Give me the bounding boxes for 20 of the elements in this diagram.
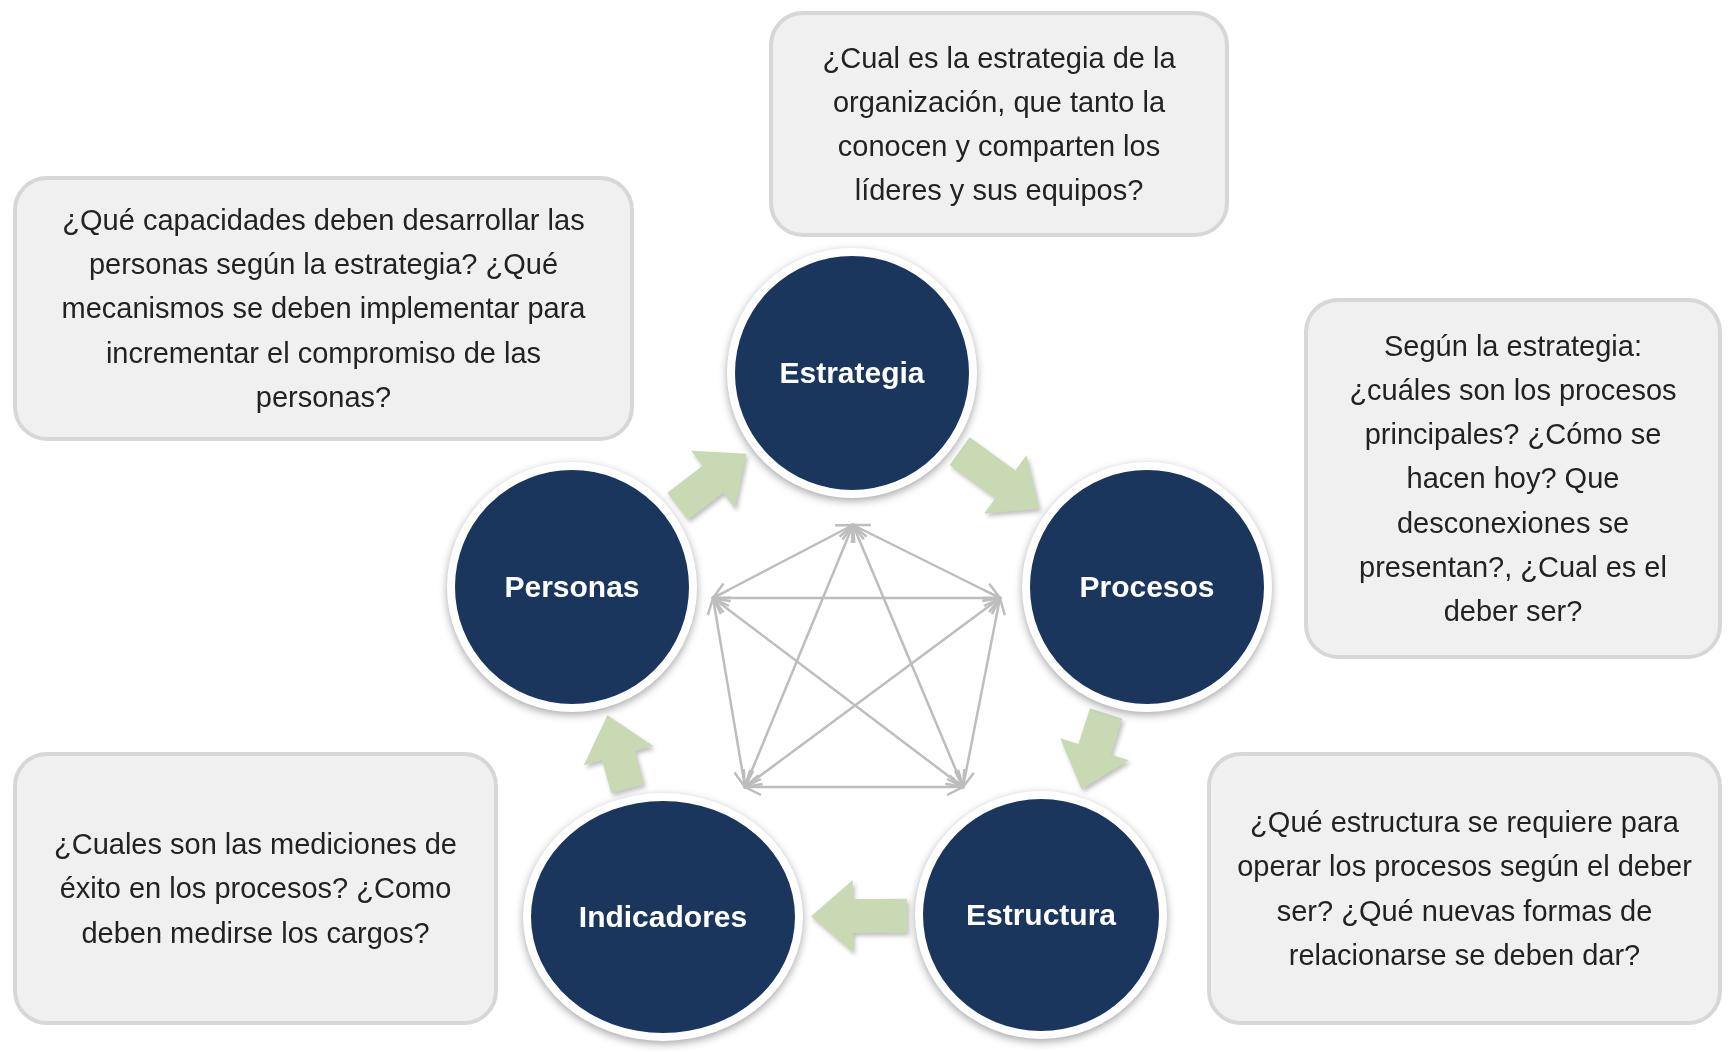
topic-label: Indicadores <box>578 900 748 934</box>
topic-label: Personas <box>504 570 640 604</box>
topic-label: Estrategia <box>779 356 925 390</box>
question-callout <box>13 176 634 441</box>
question-text: ¿Qué capacidades deben desarrollar las personas según la estrategia? ¿Qué mecanismos se deben implementar para incrementar el compromiso de las personas? <box>60 203 587 415</box>
block-arrow <box>583 715 654 794</box>
question-callout <box>769 11 1229 237</box>
question-text: ¿Qué estructura se requiere para operar los procesos según el deber ser? ¿Qué nuevas formas de relacionarse se deben dar? <box>1236 805 1693 973</box>
block-arrow <box>667 450 747 520</box>
question-text: ¿Cuales son las mediciones de éxito en los procesos? ¿Como deben medirse los cargos? <box>53 827 458 951</box>
block-arrow <box>1060 708 1129 790</box>
question-text: Según la estrategia: ¿cuáles son los procesos principales? ¿Cómo se hacen hoy? Que desconexiones se presentan?, ¿Cual es el deber ser? <box>1348 329 1678 629</box>
question-text: ¿Cual es la estrategia de la organización, que tanto la conocen y comparten los líderes y sus equipos? <box>821 40 1177 209</box>
question-callout <box>13 752 498 1025</box>
topic-label: Procesos <box>1079 570 1215 604</box>
block-arrow <box>949 437 1040 514</box>
question-callout <box>1304 298 1722 659</box>
topic-label: Estructura <box>965 898 1116 932</box>
block-arrow <box>811 880 908 952</box>
question-callout <box>1207 752 1722 1025</box>
